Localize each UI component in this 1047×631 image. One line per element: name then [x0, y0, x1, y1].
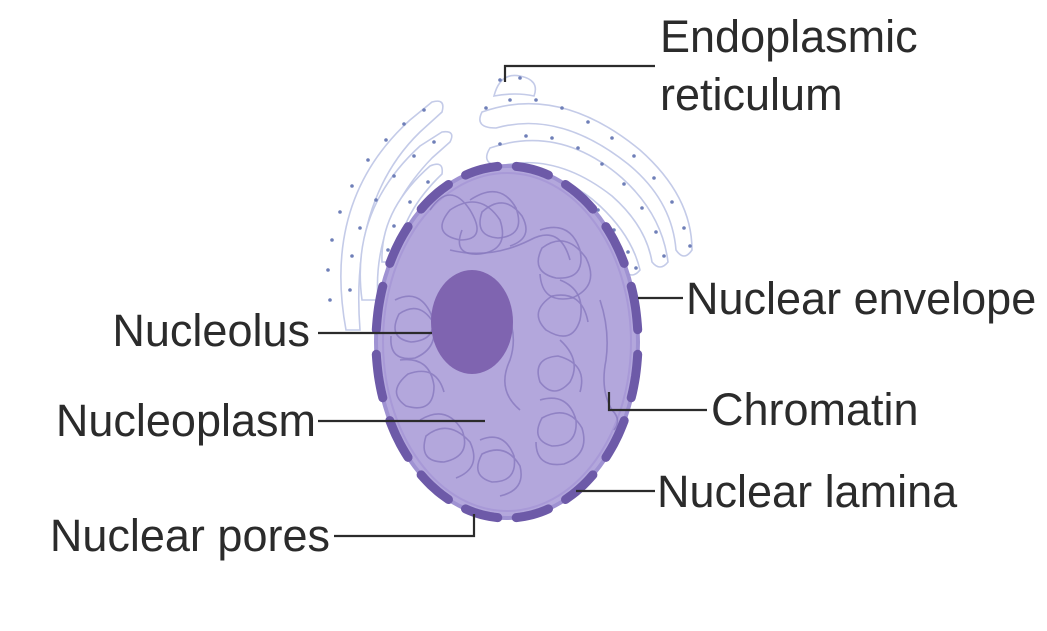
ribosome-dot — [422, 108, 426, 112]
ribosome-dot — [662, 254, 666, 258]
label-nucleolus: Nucleolus — [112, 305, 310, 356]
ribosome-dot — [508, 98, 512, 102]
label-nuclear-lamina: Nuclear lamina — [657, 466, 958, 517]
ribosome-dot — [366, 158, 370, 162]
envelope-segment — [561, 180, 598, 214]
label-chromatin: Chromatin — [711, 384, 919, 435]
nucleus — [371, 161, 643, 523]
label-nucleoplasm: Nucleoplasm — [56, 395, 316, 446]
ribosome-dot — [338, 210, 342, 214]
ribosome-dot — [358, 226, 362, 230]
ribosome-dot — [484, 106, 488, 110]
leader-lines — [318, 64, 707, 538]
label-endoplasmic-reticulum-line1: Endoplasmic — [660, 11, 918, 62]
ribosome-dot — [328, 298, 332, 302]
ribosome-dot — [392, 174, 396, 178]
ribosome-dot — [634, 266, 638, 270]
ribosome-dot — [498, 78, 502, 82]
envelope-segment — [511, 161, 553, 180]
ribosome-dot — [384, 138, 388, 142]
envelope-segment — [626, 349, 643, 403]
ribosome-dot — [350, 184, 354, 188]
ribosome-dot — [392, 224, 396, 228]
label-endoplasmic-reticulum-line2: reticulum — [660, 69, 843, 120]
envelope-segment — [561, 470, 598, 504]
nuclear-pores-leader — [334, 514, 476, 538]
envelope-segment — [416, 470, 453, 504]
ribosome-dot — [426, 180, 430, 184]
envelope-segment — [461, 504, 503, 523]
envelope-segment — [601, 416, 629, 462]
envelope-segment — [601, 222, 629, 268]
ribosome-dot — [600, 162, 604, 166]
ribosome-dot — [626, 250, 630, 254]
ribosome-dot — [374, 198, 378, 202]
ribosome-dot — [402, 122, 406, 126]
ribosome-dot — [524, 134, 528, 138]
ribosome-dot — [386, 248, 390, 252]
labels: Endoplasmic reticulum Nuclear envelope N… — [50, 11, 1036, 561]
ribosome-dot — [652, 176, 656, 180]
envelope-segment — [511, 504, 553, 523]
envelope-segment — [385, 222, 413, 268]
nuclear-lamina — [382, 172, 632, 512]
ribosome-dot — [688, 244, 692, 248]
label-nuclear-envelope: Nuclear envelope — [686, 273, 1036, 324]
envelope-segment — [371, 349, 388, 403]
chromatin-leader — [607, 392, 707, 412]
nuclear-envelope — [371, 161, 643, 523]
envelope-segment — [371, 281, 388, 335]
ribosome-dot — [412, 154, 416, 158]
ribosome-dot — [586, 120, 590, 124]
ribosome-dot — [350, 254, 354, 258]
chromatin-fibers — [390, 190, 619, 497]
ribosome-dot — [498, 142, 502, 146]
ribosome-dot — [550, 136, 554, 140]
er-leader — [503, 64, 655, 82]
nucleolus — [431, 270, 513, 374]
ribosome-dot — [682, 226, 686, 230]
ribosome-dot — [610, 136, 614, 140]
ribosome-dot — [670, 200, 674, 204]
ribosome-dot — [576, 146, 580, 150]
ribosome-dot — [654, 230, 658, 234]
ribosome-dot — [330, 238, 334, 242]
ribosome-dot — [518, 76, 522, 80]
label-nuclear-pores: Nuclear pores — [50, 510, 330, 561]
ribosome-dot — [632, 154, 636, 158]
ribosome-dot — [348, 288, 352, 292]
ribosome-dot — [622, 182, 626, 186]
ribosome-dot — [408, 200, 412, 204]
ribosome-dot — [640, 206, 644, 210]
envelope-segment — [385, 416, 413, 462]
ribosome-dot — [326, 268, 330, 272]
ribosome-dot — [432, 140, 436, 144]
envelope-segment — [416, 180, 453, 214]
ribosome-dot — [560, 106, 564, 110]
ribosome-dot — [534, 98, 538, 102]
envelope-segment — [626, 281, 643, 335]
envelope-segment — [461, 161, 503, 180]
